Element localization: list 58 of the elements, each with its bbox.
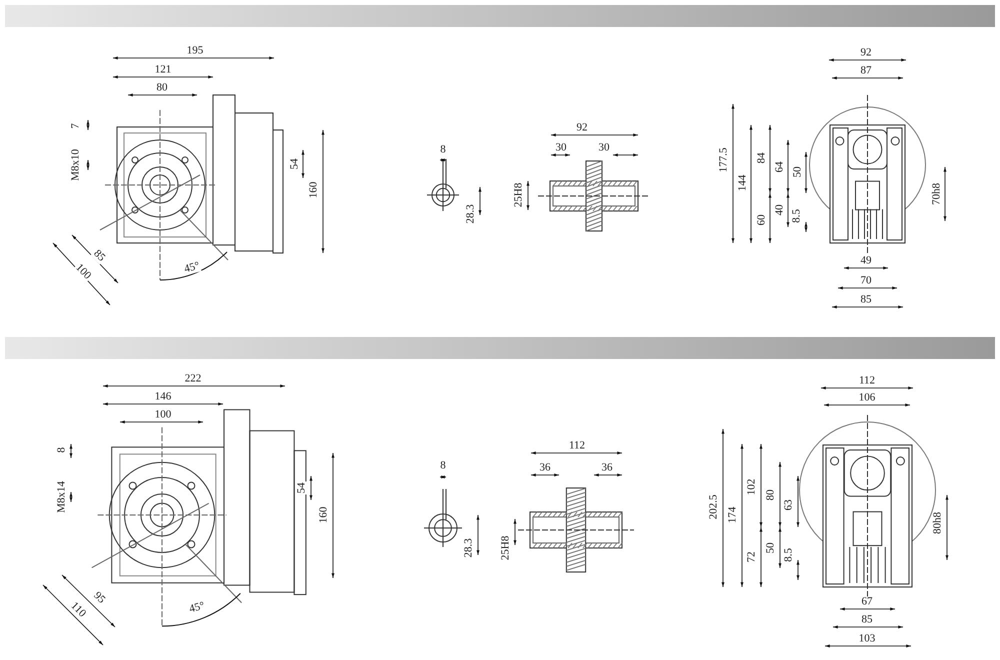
dimension-label: 50 xyxy=(792,166,804,178)
title-bar xyxy=(5,337,995,359)
dimension-label: 84 xyxy=(756,152,768,164)
dimension-label: 8 xyxy=(439,460,447,472)
dimension-label: 67 xyxy=(860,596,874,608)
dimension-label: 80 xyxy=(156,82,168,94)
dimension-label: 40 xyxy=(774,204,786,216)
dimension-label: 195 xyxy=(186,46,204,56)
dimension-label: 28.3 xyxy=(466,203,476,225)
dimension-label: 202.5 xyxy=(708,494,720,520)
dimension-label: 160 xyxy=(308,180,320,200)
dimension-label: M8x14 xyxy=(56,480,68,514)
dimension-label: 50 xyxy=(766,542,776,554)
dimension-label: 64 xyxy=(774,160,786,174)
dimension-label: 70h8 xyxy=(932,182,942,206)
dimension-label: 54 xyxy=(290,158,300,170)
dimension-label: 54 xyxy=(296,482,308,494)
dimension-label: 144 xyxy=(738,174,748,192)
dimension-label: 8 xyxy=(56,446,68,454)
dimension-label: 7 xyxy=(70,122,82,130)
dimension-label: 8.5 xyxy=(792,208,802,224)
dimension-label: 160 xyxy=(318,506,330,524)
dimension-label: 85 xyxy=(860,294,872,306)
dimension-label: 63 xyxy=(784,498,794,512)
dimension-label: 177.5 xyxy=(718,146,730,174)
dimension-label: 100 xyxy=(154,410,172,420)
dimension-label: 174 xyxy=(728,506,738,524)
dimension-label: 106 xyxy=(858,392,876,404)
dimension-label: 121 xyxy=(154,64,172,76)
dimension-label: 87 xyxy=(860,66,872,76)
dimension-label: 92 xyxy=(576,122,588,134)
dimension-label: 28.3 xyxy=(464,537,474,559)
dimension-label: 36 xyxy=(538,462,552,474)
dimension-label: 8 xyxy=(439,144,447,156)
dimension-label: 72 xyxy=(746,550,758,564)
dimension-label: 45° xyxy=(182,260,202,276)
dimension-label: 36 xyxy=(600,462,614,474)
dimension-label: 112 xyxy=(858,376,876,386)
dimension-label: 92 xyxy=(860,48,872,58)
dimension-label: 70 xyxy=(860,276,872,286)
dimension-label: 25H8 xyxy=(500,534,512,562)
dimension-label: 146 xyxy=(154,392,172,402)
dimension-label: 60 xyxy=(756,214,768,226)
dimension-label: 85 xyxy=(90,248,108,264)
dimension-label: 112 xyxy=(568,440,586,452)
dimension-label: M8x10 xyxy=(70,148,82,182)
dimension-label: 85 xyxy=(860,614,874,626)
dimension-label: 102 xyxy=(746,478,758,496)
dimension-label: 25H8 xyxy=(514,182,524,208)
dimension-label: 49 xyxy=(860,256,872,266)
dimension-label: 80h8 xyxy=(932,511,944,535)
dimension-label: 30 xyxy=(554,142,568,154)
dimension-label: 222 xyxy=(184,374,202,384)
dimension-label: 8.5 xyxy=(784,547,794,563)
title-bar xyxy=(5,5,995,27)
dimension-label: 30 xyxy=(598,142,610,154)
dimension-label: 80 xyxy=(766,488,776,502)
dimension-label: 103 xyxy=(858,634,876,644)
